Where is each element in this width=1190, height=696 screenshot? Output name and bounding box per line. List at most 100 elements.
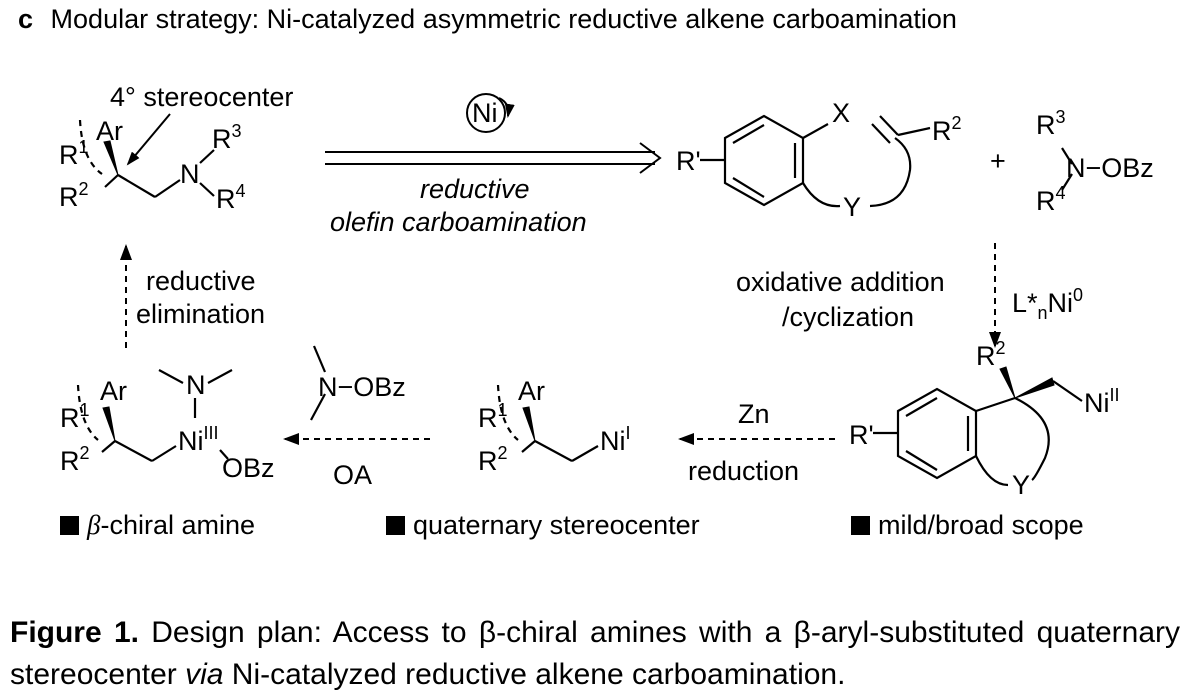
ligand-label: L* <box>1012 288 1038 318</box>
cyclized-r2-number: 2 <box>995 338 1006 358</box>
cyclized-intermediate-bonds <box>873 366 1083 487</box>
amine-r3-number: 3 <box>1055 107 1066 127</box>
ni0-oxidation: 0 <box>1073 285 1084 305</box>
ni-iii-ar: Ar <box>100 376 127 406</box>
oa-catalyst: L*nNi0 <box>1012 286 1083 322</box>
r1-label: R <box>59 140 79 170</box>
oa-short-label: OA <box>333 460 373 490</box>
feature-text: mild/broad scope <box>878 510 1084 540</box>
ni-i-r1-number: 1 <box>497 400 508 420</box>
oa-label-line1: oxidative addition <box>736 267 945 297</box>
substrate-r2-label: R <box>932 116 952 146</box>
amine-r3-label: R <box>1036 110 1056 140</box>
product-ar: Ar <box>96 116 123 146</box>
ni-i-oxidation: I <box>625 423 631 443</box>
r4-label: R <box>216 184 236 214</box>
panel-title-text: Modular strategy: Ni-catalyzed asymmetri… <box>50 4 957 34</box>
cyclized-r2: R2 <box>976 339 1006 371</box>
ni-ii-oxidation: II <box>1109 385 1120 405</box>
stereocenter-callout: 4° stereocenter <box>110 82 294 112</box>
substrate-r2: R2 <box>932 114 962 146</box>
cyclized-ni: NiII <box>1084 386 1120 418</box>
amine-n-obz: N−OBz <box>1066 153 1154 183</box>
retrosynthetic-arrow <box>325 142 662 174</box>
product-r2: R2 <box>59 180 89 211</box>
stereocenter-callout-arrow <box>126 113 171 166</box>
ni-iii-ni: NiIII <box>178 424 219 456</box>
oa-label-line2: /cyclization <box>782 302 915 332</box>
cyclized-r2-label: R <box>976 341 996 371</box>
ni-iii-intermediate-bonds <box>76 369 233 462</box>
caption-label: Figure 1. <box>10 616 139 649</box>
ni-i-r1: R1 <box>478 401 508 433</box>
ni-catalyst-label: Ni <box>472 98 498 128</box>
ni-iii-oxidation: III <box>203 423 219 443</box>
feature-chiral-amine: β-chiral amine <box>60 512 255 539</box>
ni-iii-obz: OBz <box>222 453 275 483</box>
ni-ii-label: Ni <box>1084 388 1110 418</box>
beta-symbol: β <box>87 510 101 540</box>
ni-iii-n: N <box>186 370 206 400</box>
cyclized-r-prime: R' <box>849 420 874 450</box>
plus-sign: + <box>990 146 1006 176</box>
ni-i-r2-number: 2 <box>497 443 508 463</box>
oa-reagent: N−OBz <box>318 372 406 402</box>
substrate-y: Y <box>843 192 862 222</box>
panel-letter: c <box>18 4 34 34</box>
r3-number: 3 <box>231 121 242 141</box>
r2-number: 2 <box>78 179 89 199</box>
ni-iii-r2-label: R <box>60 446 80 476</box>
ni-iii-r2-number: 2 <box>79 443 90 463</box>
amine-r4-label: R <box>1036 186 1056 216</box>
ni-iii-r1-label: R <box>60 403 80 433</box>
ni-cycle-arrow-icon <box>498 97 515 118</box>
substrate-r2-number: 2 <box>951 113 962 133</box>
product-bonds <box>78 119 215 198</box>
substrate-r-prime: R' <box>676 146 701 176</box>
ni-i-ar: Ar <box>518 376 545 406</box>
bullet-square-icon <box>851 516 870 535</box>
caption-part2: Ni-catalyzed reductive alkene carboamina… <box>223 658 846 691</box>
ni-iii-label: Ni <box>178 426 204 456</box>
amine-reagent-bonds <box>1061 147 1073 191</box>
caption-part1: Design plan: Access to β-chiral amines w… <box>10 616 1189 691</box>
feature-quaternary-stereocenter: quaternary stereocenter <box>386 512 700 539</box>
ligand-count: n <box>1037 303 1048 323</box>
amine-r4: R4 <box>1036 184 1066 216</box>
amine-r4-number: 4 <box>1055 183 1066 203</box>
re-label-line1: reductive <box>146 266 256 296</box>
r4-number: 4 <box>235 181 246 201</box>
retro-label-line2: olefin carboamination <box>330 207 587 237</box>
ni-i-r1-label: R <box>478 403 498 433</box>
ni0-label: Ni <box>1047 288 1074 318</box>
product-r3: R3 <box>212 122 242 154</box>
reduction-reagent: Zn <box>738 399 770 429</box>
r3-label: R <box>212 124 232 154</box>
substrate-bonds <box>700 114 931 208</box>
feature-text: -chiral amine <box>100 510 256 540</box>
substrate-x: X <box>832 98 851 128</box>
amine-r3: R3 <box>1036 108 1066 140</box>
product-r1: R1 <box>59 138 89 170</box>
product-n: N <box>180 159 200 189</box>
ni-i-label: Ni <box>600 426 626 456</box>
feature-text: quaternary stereocenter <box>413 510 700 540</box>
reduction-label: reduction <box>688 456 800 486</box>
re-label-line2: elimination <box>136 299 266 329</box>
ni-iii-r1: R1 <box>60 401 90 433</box>
ni-i-r2: R2 <box>478 444 508 475</box>
caption-via: via <box>185 658 224 691</box>
ni-i-ni: NiI <box>600 424 631 456</box>
cyclized-y: Y <box>1012 470 1031 500</box>
bullet-square-icon <box>386 516 405 535</box>
feature-mild-broad-scope: mild/broad scope <box>851 512 1084 539</box>
retro-label-line1: reductive <box>420 174 530 204</box>
bullet-square-icon <box>60 516 79 535</box>
ni-i-intermediate-bonds <box>496 384 599 462</box>
ni-iii-r2: R2 <box>60 444 90 476</box>
ni-iii-r1-number: 1 <box>79 400 90 420</box>
figure-caption: Figure 1. Design plan: Access to β-chira… <box>10 612 1180 696</box>
oa-reagent-bonds <box>310 345 327 421</box>
panel-title: c Modular strategy: Ni-catalyzed asymmet… <box>18 6 957 33</box>
